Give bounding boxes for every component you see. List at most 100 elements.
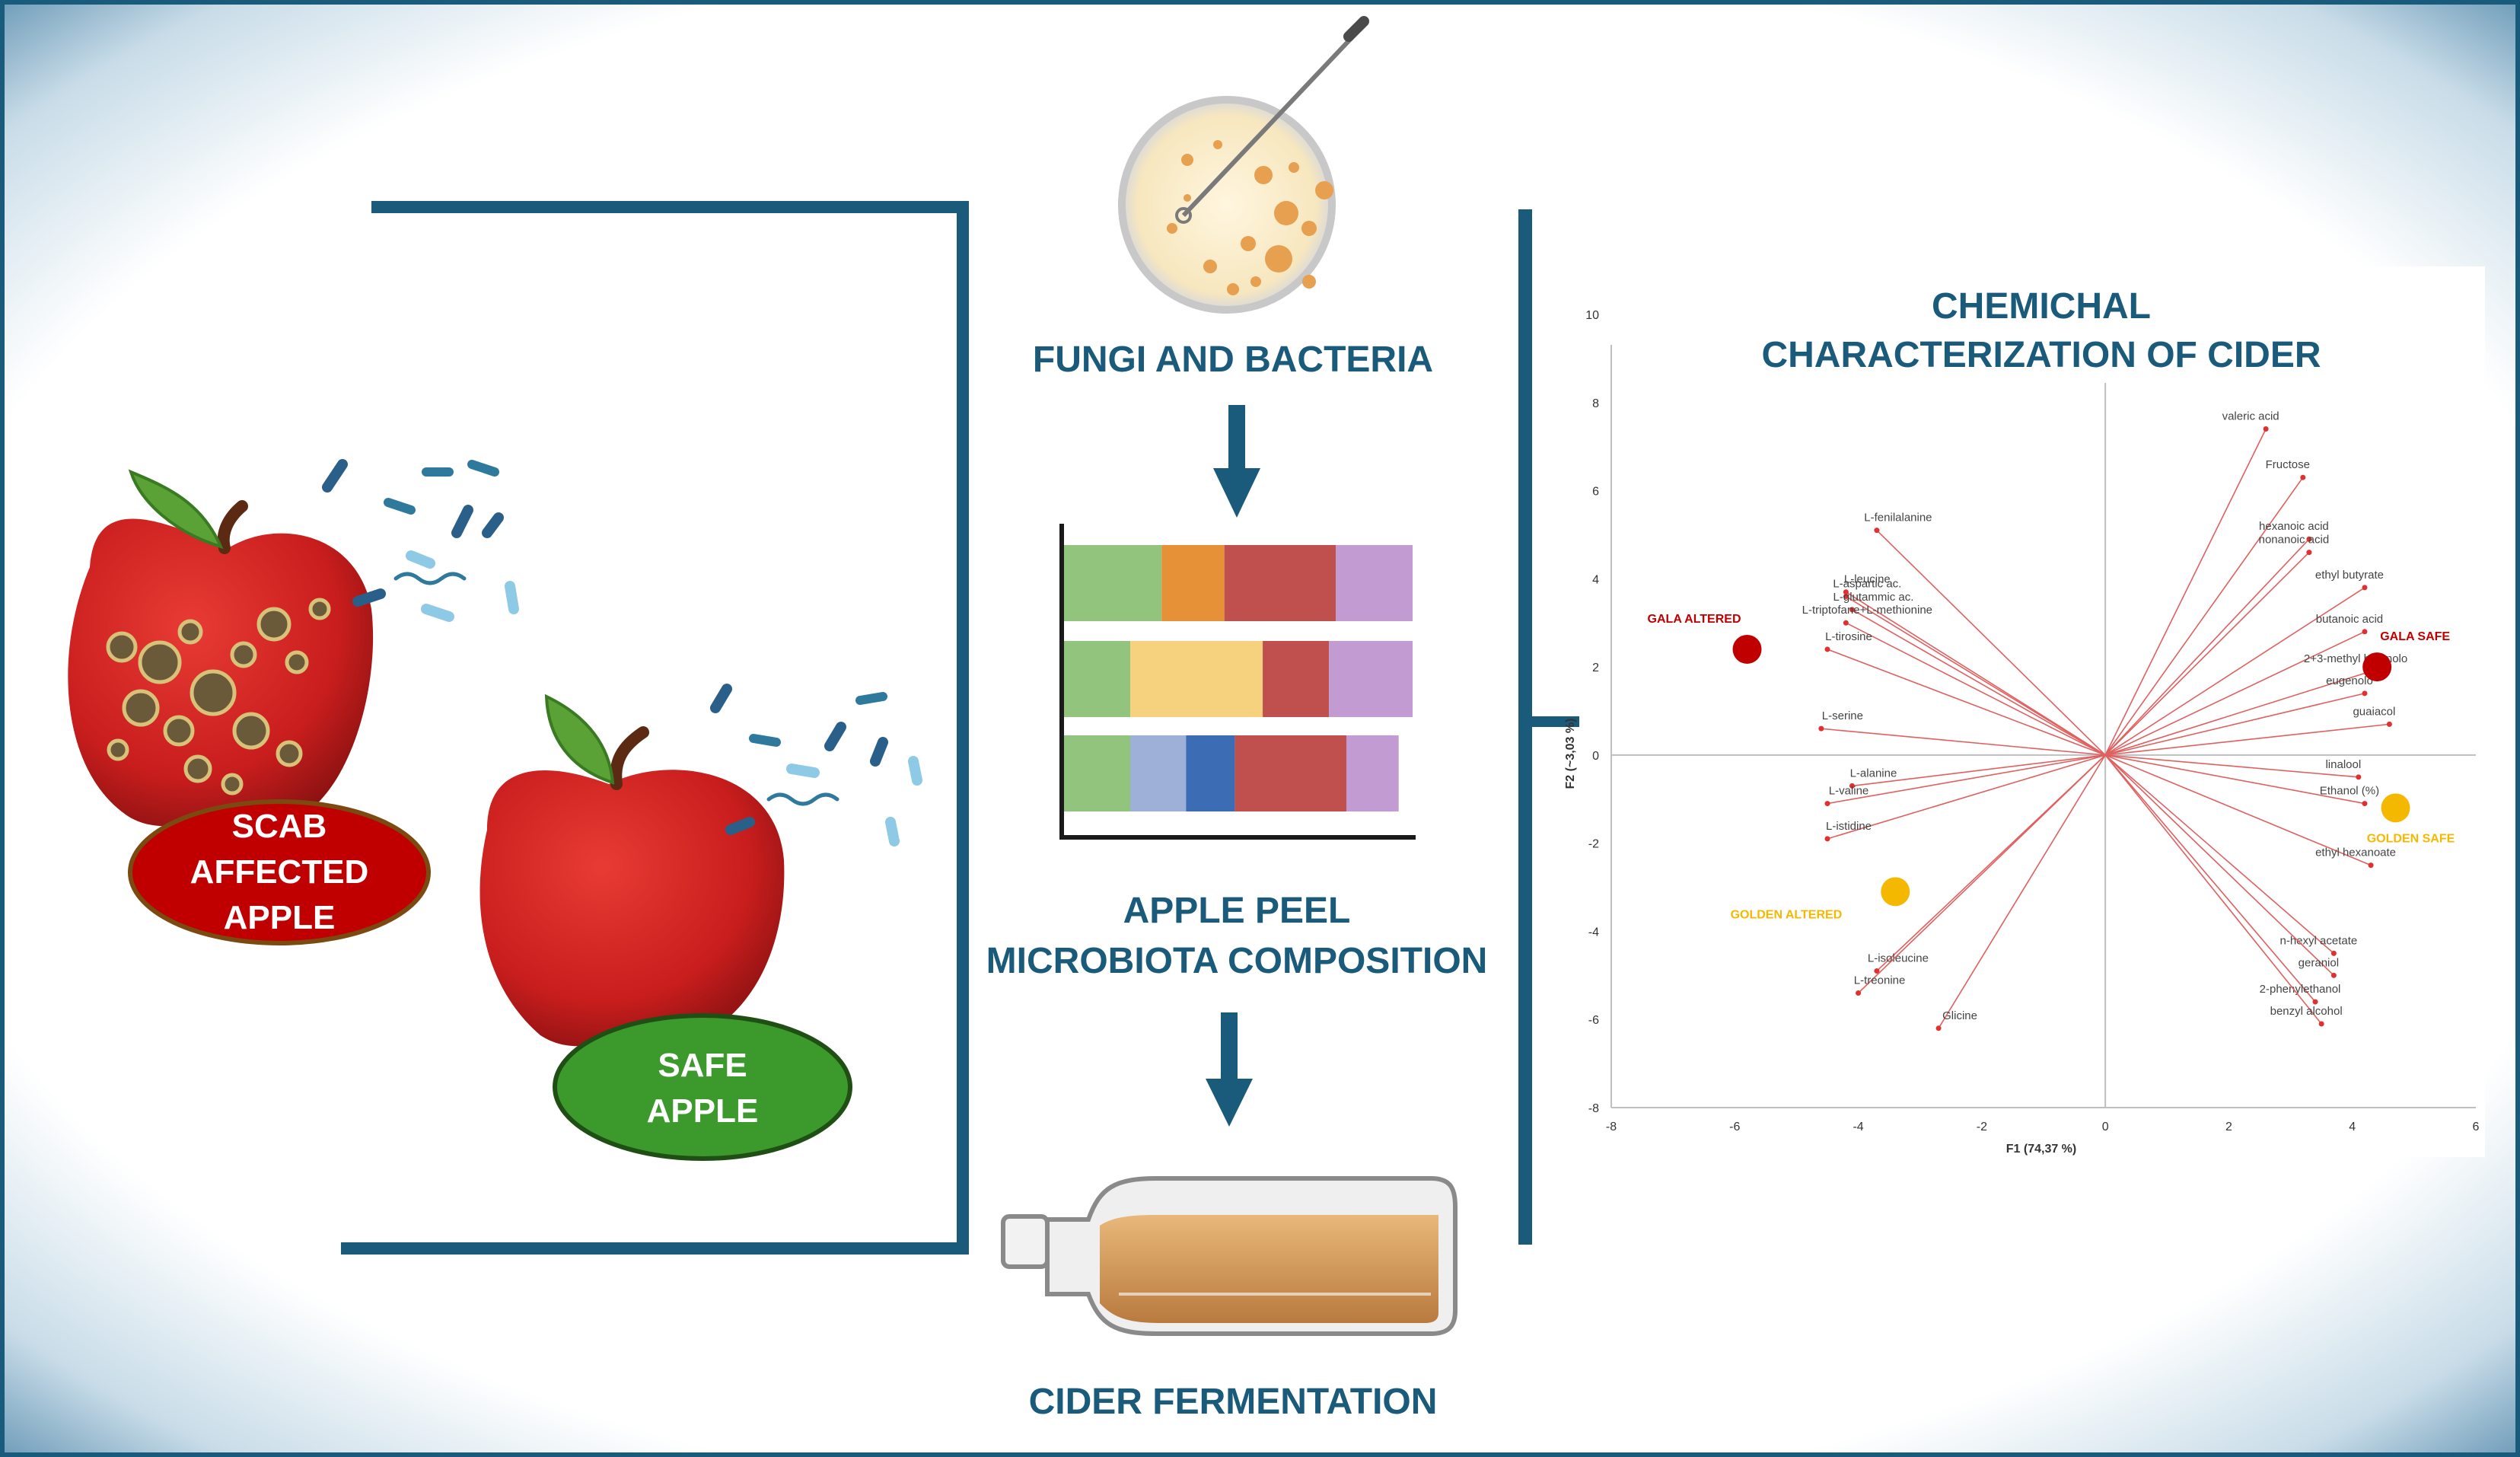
x-tick-label: 4 [2349, 1121, 2356, 1133]
cider-fermentation-title: CIDER FERMENTATION [1029, 1382, 1438, 1422]
loading-point [1843, 593, 1849, 599]
loading-point [1824, 801, 1830, 807]
variable-label: linalool [2325, 758, 2361, 771]
loading-vector [1852, 609, 2106, 756]
loading-point [2368, 862, 2374, 869]
loading-point [1824, 646, 1830, 652]
scab-label-line1: SCAB [232, 808, 327, 845]
arrow-down-2 [1206, 1012, 1253, 1127]
x-tick-label: -8 [1606, 1121, 1617, 1133]
loading-point [2318, 1021, 2324, 1027]
variable-label: benzyl alcohol [2270, 1005, 2343, 1018]
loading-vector [2104, 538, 2310, 756]
arrow-down-1 [1213, 405, 1260, 518]
y-tick-label: -8 [1588, 1102, 1599, 1115]
variable-label: L-leucine [1844, 573, 1891, 586]
biplot-x-axis-label: F1 (74,37 %) [2006, 1143, 2076, 1156]
bar-2-segment-2 [1130, 641, 1263, 717]
x-tick-label: 0 [2102, 1121, 2109, 1133]
x-tick-label: 6 [2473, 1121, 2480, 1133]
variable-label: L-treonine [1854, 974, 1906, 987]
variable-label: ethyl hexanoate [2315, 846, 2396, 859]
sample-point [1881, 877, 1910, 907]
safe-label-line2: APPLE [647, 1092, 759, 1130]
loading-point [2306, 536, 2312, 542]
loading-vector [1852, 754, 2106, 787]
loading-vector [1876, 530, 2106, 756]
loading-vector [2104, 671, 2372, 756]
loading-point [1874, 528, 1880, 534]
variable-label: n-hexyl acetate [2280, 934, 2358, 947]
loading-vector [2104, 477, 2304, 756]
sample-label: GOLDEN ALTERED [1731, 908, 1843, 921]
biplot-y-axis-label: F2 (~3,03 %) [1564, 719, 1577, 789]
bar-3-segment-1 [1064, 735, 1131, 811]
x-tick-label: -2 [1977, 1121, 1987, 1133]
loading-point [1935, 1025, 1942, 1031]
microbes-cluster-2 [710, 684, 922, 846]
sample-label: GALA SAFE [2380, 630, 2450, 643]
loading-point [2330, 972, 2337, 978]
microbes-cluster-1 [322, 459, 519, 622]
petri-dish-illustration [1118, 16, 1369, 314]
variable-label: L-fenilalanine [1864, 512, 1932, 524]
loading-point [2362, 585, 2368, 591]
variable-label: butanoic acid [2316, 613, 2383, 626]
variable-label: L-glutammic ac. [1833, 591, 1914, 604]
loading-vector [1821, 728, 2106, 756]
sample-label: GOLDEN SAFE [2367, 832, 2455, 845]
loading-vector [1845, 591, 2106, 756]
sample-point [1732, 634, 1762, 664]
bar-1-segment-1 [1064, 545, 1162, 621]
peel-title-line1: APPLE PEEL [1123, 891, 1351, 931]
bar-1-segment-2 [1161, 545, 1225, 621]
sample-point [2362, 652, 2392, 682]
loading-point [2362, 629, 2368, 635]
loading-vector [2104, 754, 2322, 1025]
y-tick-label: 0 [1592, 750, 1599, 763]
loading-point [1824, 836, 1830, 842]
biplot-backdrop [1579, 266, 2485, 1157]
loading-point [1843, 589, 1849, 595]
scab-apple-illustration [68, 469, 374, 827]
loading-point [2330, 950, 2337, 956]
bar-3-segment-2 [1130, 735, 1187, 811]
y-tick-label: 10 [1585, 309, 1599, 322]
loading-point [1856, 990, 1862, 996]
variable-label: geraniol [2299, 956, 2339, 969]
variable-label: nonanoic acid [2259, 534, 2330, 547]
chem-title-line2: CHARACTERIZATION OF CIDER [1761, 335, 2321, 375]
bar-1-segment-3 [1224, 545, 1336, 621]
scab-affected-badge: SCAB AFFECTED APPLE [128, 799, 431, 945]
cider-bottle-illustration [1001, 1176, 1458, 1336]
x-tick-label: -6 [1729, 1121, 1740, 1133]
scab-label-line3: APPLE [224, 899, 336, 936]
variable-label: hexanoic acid [2259, 520, 2329, 533]
chem-title-line1: CHEMICHAL [1932, 286, 2151, 327]
bar-2-segment-1 [1064, 641, 1131, 717]
loading-point [1874, 968, 1880, 974]
variable-label: guaiacol [2353, 705, 2395, 718]
bar-2-segment-3 [1263, 641, 1330, 717]
loading-vector [1827, 754, 2106, 805]
loading-point [1818, 725, 1824, 732]
loading-point [2356, 774, 2362, 780]
y-tick-label: -6 [1588, 1014, 1599, 1027]
loading-vector [1938, 754, 2106, 1029]
bar-3-segment-4 [1235, 735, 1346, 811]
bar-3-segment-3 [1186, 735, 1235, 811]
loading-point [2362, 801, 2368, 807]
loading-vector [2104, 754, 2334, 954]
loading-vector [1827, 754, 2106, 840]
y-tick-label: 8 [1592, 397, 1599, 410]
microbiota-bar-chart [1059, 524, 1416, 840]
safe-apple-illustration [479, 693, 785, 1047]
loading-vector [2104, 552, 2310, 756]
variable-label: Ethanol (%) [2320, 785, 2379, 798]
loading-point [2386, 721, 2392, 727]
variable-label: 2-phenylethanol [2260, 983, 2341, 996]
x-tick-label: -4 [1853, 1121, 1863, 1133]
loading-vector [1858, 754, 2106, 994]
